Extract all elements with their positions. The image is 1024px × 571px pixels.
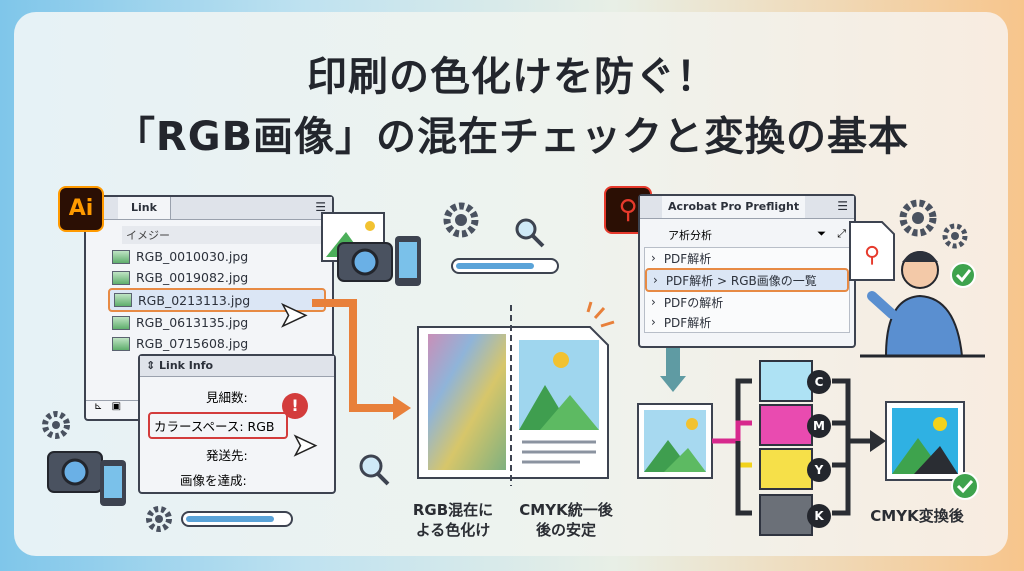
- preflight-item[interactable]: › PDF解析: [645, 248, 849, 268]
- chevron-right-icon: ›: [653, 273, 658, 287]
- link-panel-header: Link ☰: [86, 197, 332, 220]
- link-info-row: 画像を達成:: [180, 473, 247, 488]
- file-row[interactable]: RGB_0019082.jpg: [108, 267, 326, 288]
- file-name: RGB_0010030.jpg: [136, 249, 249, 264]
- warning-icon: !: [282, 393, 308, 419]
- preflight-header: Acrobat Pro Preflight ☰: [640, 196, 854, 219]
- file-row[interactable]: RGB_0715608.jpg: [108, 333, 326, 354]
- link-info-panel: ⇕ Link Info 見細数: カラースペース: RGB 発送先: 画像を達成…: [138, 354, 336, 494]
- image-thumbnail-icon: [112, 336, 130, 351]
- image-icon[interactable]: ▣: [111, 401, 122, 412]
- preflight-item[interactable]: › PDF解析: [645, 312, 849, 332]
- relink-icon[interactable]: ⊾: [94, 401, 103, 412]
- image-thumbnail-icon: [112, 315, 130, 330]
- channel-label-k: K: [807, 504, 831, 528]
- file-name: RGB_0213113.jpg: [138, 292, 251, 308]
- file-name: RGB_0613135.jpg: [136, 315, 249, 330]
- preflight-panel: Acrobat Pro Preflight ☰ ア析分析 ⏷ ⤢ ›PDF解析›…: [638, 194, 856, 348]
- preflight-list: › PDF解析 › PDF解析 > RGB画像の一覧 › PDFの解析 › PDF解析: [644, 247, 850, 333]
- file-name: RGB_0019082.jpg: [136, 270, 249, 285]
- preflight-item-label: PDF解析: [663, 315, 712, 330]
- link-info-row: 見細数:: [206, 390, 248, 405]
- channel-swatch-c: [759, 360, 813, 402]
- file-row-selected[interactable]: RGB_0213113.jpg: [108, 288, 326, 312]
- cursor-icon: ➤: [291, 427, 318, 464]
- acrobat-icon: ⚲: [618, 195, 638, 225]
- link-info-row: 発送先:: [206, 448, 248, 463]
- link-info-header: ⇕ Link Info: [140, 356, 334, 377]
- expand-icon[interactable]: ⤢: [837, 227, 846, 240]
- preflight-subheader: ア析分析 ⏷ ⤢: [668, 227, 846, 242]
- channel-label-m: M: [807, 414, 831, 438]
- channel-swatch-y: [759, 448, 813, 490]
- image-thumbnail-icon: [112, 249, 130, 264]
- panel-menu-icon[interactable]: ☰: [837, 199, 848, 213]
- filter-icon[interactable]: ⏷: [817, 227, 826, 240]
- tab-preflight[interactable]: Acrobat Pro Preflight: [662, 196, 806, 218]
- channel-label-y: Y: [807, 458, 831, 482]
- cursor-icon: ➤: [278, 295, 308, 335]
- cmyk-result-label: CMYK変換後: [870, 507, 964, 525]
- color-space-row: カラースペース: RGB: [148, 412, 288, 439]
- panel-menu-icon[interactable]: ☰: [315, 200, 326, 214]
- preflight-item-label: PDF解析: [663, 251, 712, 266]
- image-thumbnail-icon: [114, 293, 132, 307]
- preflight-item-label: PDFの解析: [663, 295, 724, 310]
- link-info-title: Link Info: [159, 359, 214, 372]
- channel-label-c: C: [807, 370, 831, 394]
- chevron-right-icon: ›: [651, 251, 656, 265]
- preflight-item-label: PDF解析 > RGB画像の一覧: [665, 273, 817, 288]
- file-row[interactable]: RGB_0010030.jpg: [108, 246, 326, 267]
- page-title-line2: 「RGB画像」の混在チェックと変換の基本: [114, 114, 910, 160]
- page-title-line1: 印刷の色化けを防ぐ！: [307, 54, 717, 100]
- chevron-right-icon: ›: [651, 315, 656, 329]
- preflight-item[interactable]: › PDFの解析: [645, 292, 849, 312]
- channel-swatch-k: [759, 494, 813, 536]
- image-thumbnail-icon: [112, 270, 130, 285]
- cmyk-unified-label: CMYK統一後 後の安定: [519, 501, 613, 539]
- illustrator-badge: Ai: [58, 186, 104, 232]
- tab-link[interactable]: Link: [118, 197, 171, 219]
- file-row[interactable]: RGB_0613135.jpg: [108, 312, 326, 333]
- channel-swatch-m: [759, 404, 813, 446]
- preflight-item-selected[interactable]: › PDF解析 > RGB画像の一覧: [645, 268, 849, 292]
- chevron-right-icon: ›: [651, 295, 656, 309]
- rgb-mixed-label: RGB混在に よる色化け: [412, 501, 494, 539]
- file-name: RGB_0715608.jpg: [136, 336, 249, 351]
- link-section-header: イメジー: [122, 226, 324, 244]
